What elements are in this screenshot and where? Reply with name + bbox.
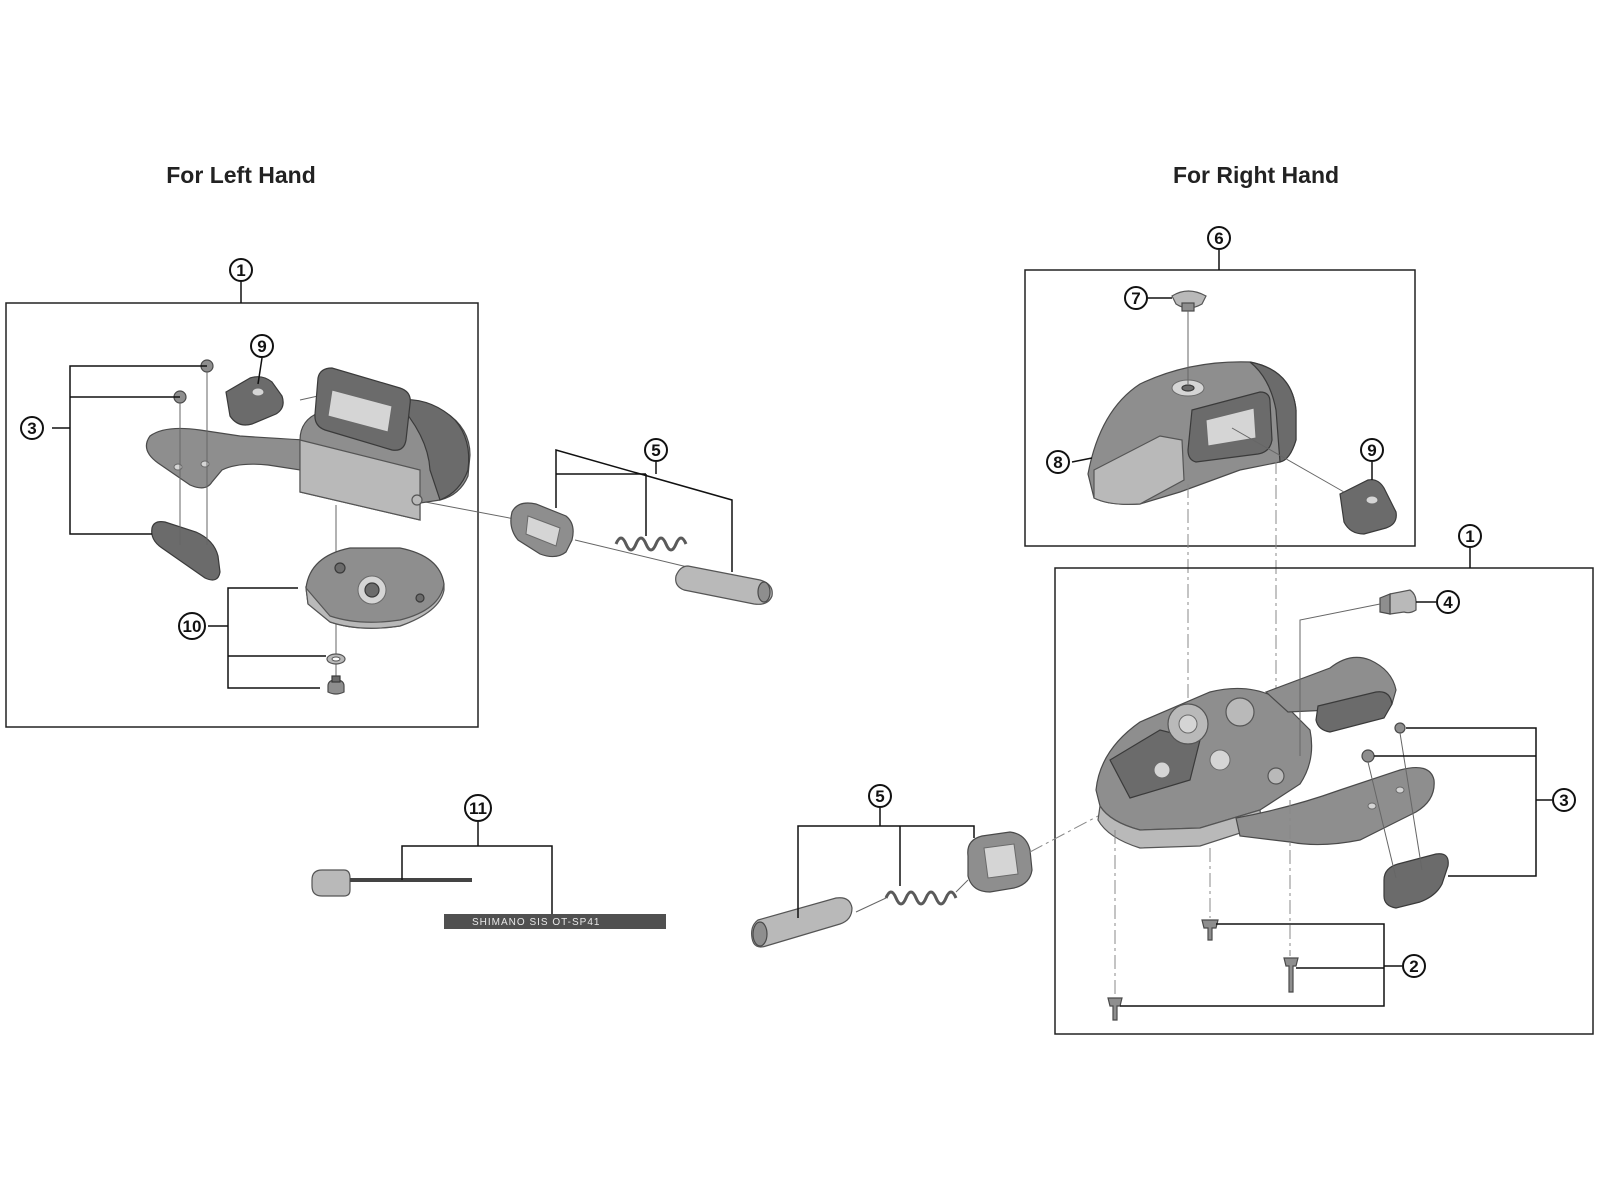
cable-end-cap bbox=[311, 869, 351, 897]
svg-text:6: 6 bbox=[1214, 229, 1223, 248]
left-lever-pad bbox=[151, 521, 221, 581]
svg-text:2: 2 bbox=[1409, 957, 1418, 976]
callout-right-4: 4 bbox=[1436, 590, 1460, 614]
svg-text:7: 7 bbox=[1131, 289, 1140, 308]
callout-right-2: 2 bbox=[1402, 954, 1426, 978]
svg-text:3: 3 bbox=[1559, 791, 1568, 810]
svg-text:5: 5 bbox=[651, 441, 660, 460]
right-body-screw-c bbox=[1107, 997, 1123, 1021]
cable-print-text: SHIMANO SIS OT-SP41 bbox=[472, 917, 600, 928]
callout-right-6: 6 bbox=[1207, 226, 1231, 250]
callout-left-1: 1 bbox=[229, 258, 253, 282]
left-cable-clamp-9 bbox=[225, 376, 284, 426]
callout-left-10: 10 bbox=[178, 612, 206, 640]
right-shift-lever bbox=[1235, 767, 1435, 846]
right-cover-screw-7 bbox=[1171, 290, 1207, 309]
svg-text:9: 9 bbox=[1367, 441, 1376, 460]
callout-right-7: 7 bbox=[1124, 286, 1148, 310]
svg-text:10: 10 bbox=[183, 617, 202, 636]
right-spring bbox=[884, 890, 958, 906]
cable-group-11: SHIMANO SIS OT-SP41 bbox=[311, 822, 666, 929]
left-shift-lever bbox=[145, 427, 306, 489]
outer-cable-housing bbox=[444, 914, 666, 929]
svg-text:1: 1 bbox=[1465, 527, 1474, 546]
callout-right-8: 8 bbox=[1046, 450, 1070, 474]
svg-text:5: 5 bbox=[875, 787, 884, 806]
right-cover-frame bbox=[1024, 269, 1416, 547]
right-hand-heading: For Right Hand bbox=[1173, 162, 1339, 188]
left-ferrule bbox=[675, 565, 773, 605]
svg-text:11: 11 bbox=[469, 799, 487, 818]
right-adjust-screw-4 bbox=[1389, 589, 1417, 615]
svg-text:3: 3 bbox=[27, 419, 36, 438]
callout-left-3: 3 bbox=[20, 416, 44, 440]
callout-left-9: 9 bbox=[250, 334, 274, 358]
callout-right-1: 1 bbox=[1458, 524, 1482, 548]
callout-right-9: 9 bbox=[1360, 438, 1384, 462]
right-ferrule bbox=[751, 897, 853, 948]
svg-text:9: 9 bbox=[257, 337, 266, 356]
callout-right-3: 3 bbox=[1552, 788, 1576, 812]
right-body-group bbox=[1054, 548, 1594, 1035]
svg-text:8: 8 bbox=[1053, 453, 1062, 472]
right-cable-clamp-9 bbox=[1339, 479, 1397, 535]
left-spring bbox=[614, 536, 688, 552]
callout-left-5: 5 bbox=[644, 438, 668, 462]
right-body-screw-b bbox=[1283, 957, 1299, 993]
left-assembly-frame bbox=[5, 302, 479, 728]
callout-right-5: 5 bbox=[868, 784, 892, 808]
left-hand-assembly bbox=[5, 281, 701, 728]
callout-cable-11: 11 bbox=[464, 794, 492, 822]
left-part-5-group bbox=[510, 449, 773, 605]
right-body-screw-a bbox=[1201, 919, 1219, 941]
right-part-5-group bbox=[751, 808, 1099, 948]
right-release-pad bbox=[1315, 691, 1393, 733]
svg-text:4: 4 bbox=[1443, 593, 1453, 612]
right-cover-group bbox=[1024, 250, 1416, 547]
left-base-screw bbox=[327, 679, 345, 695]
svg-text:1: 1 bbox=[236, 261, 245, 280]
left-hand-heading: For Left Hand bbox=[166, 162, 316, 188]
right-body-frame bbox=[1054, 567, 1594, 1035]
right-lever-pad bbox=[1383, 853, 1449, 909]
